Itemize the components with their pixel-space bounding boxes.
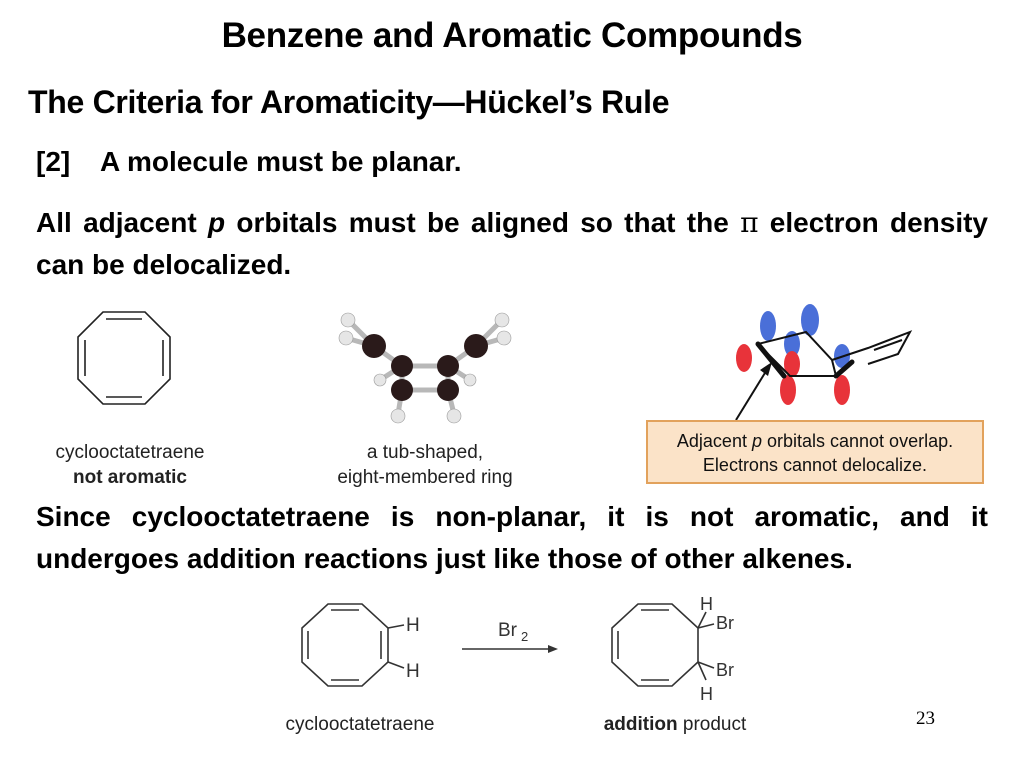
product-h-top: H <box>700 594 713 614</box>
reactant-h-top: H <box>406 615 420 636</box>
product-h-bottom: H <box>700 684 713 704</box>
note-line1: Adjacent p orbitals cannot overlap. <box>648 429 982 453</box>
paragraph-orbitals: All adjacent p orbitals must be aligned … <box>36 202 988 286</box>
slide-title: Benzene and Aromatic Compounds <box>221 16 803 55</box>
caption-tub-line2: eight-membered ring <box>337 467 513 488</box>
hydrogen-atom <box>496 330 512 346</box>
orbital-lobe-blue <box>760 311 776 341</box>
page-number: 23 <box>916 708 935 729</box>
hydrogen-atom <box>373 373 387 387</box>
hydrogen-atom <box>463 373 477 387</box>
product-label-bold: addition <box>603 714 678 735</box>
reactant-h-bottom: H <box>406 661 420 682</box>
criterion-point: [2] A molecule must be planar. <box>36 146 462 178</box>
caption-cot: cyclooctatetraene not aromatic <box>30 440 230 490</box>
reactant-label: cyclooctatetraene <box>285 714 435 735</box>
orbital-note-box: Adjacent p orbitals cannot overlap. Elec… <box>646 420 984 484</box>
paragraph-orbitals-part2: orbitals must be aligned so that the <box>225 207 741 238</box>
orbital-lobe-blue <box>801 304 819 336</box>
note-line2: Electrons cannot delocalize. <box>702 455 928 475</box>
product-br-bottom: Br <box>716 660 734 680</box>
slide-subtitle: The Criteria for Aromaticity—Hückel’s Ru… <box>28 84 670 120</box>
carbon-atom <box>391 355 413 377</box>
orbital-lobe-red <box>736 344 752 372</box>
carbon-atom <box>437 379 459 401</box>
carbon-atom <box>391 379 413 401</box>
paragraph-orbitals-part3: electron density can be delocalized. <box>36 207 989 280</box>
pi-symbol: π <box>740 206 759 239</box>
product-br-top: Br <box>716 613 734 633</box>
product-label-rest: product <box>677 714 747 735</box>
orbital-lobe-red <box>780 375 796 405</box>
hydrogen-atom <box>390 408 406 424</box>
caption-tub-line1: a tub-shaped, <box>366 442 484 463</box>
reagent-subscript: 2 <box>521 629 528 644</box>
note-line1-part2: orbitals cannot overlap. <box>761 431 954 451</box>
paragraph-orbitals-italic-p: p <box>207 207 226 238</box>
paragraph-orbitals-part1: All adjacent <box>36 207 208 238</box>
product-structure: H Br Br H <box>611 594 734 704</box>
criterion-text: A molecule must be planar. <box>100 146 462 177</box>
carbon-atom <box>464 334 488 358</box>
reaction-arrow: Br 2 <box>462 620 558 653</box>
criterion-number: [2] <box>36 146 71 177</box>
cyclooctatetraene-structure <box>77 311 171 405</box>
note-italic-p: p <box>751 431 762 451</box>
reagent-br: Br <box>498 620 518 641</box>
note-line1-part1: Adjacent <box>676 431 752 451</box>
caption-cot-line1: cyclooctatetraene <box>55 442 205 463</box>
p-orbital-diagram <box>735 304 913 421</box>
orbital-lobe-red <box>784 351 800 377</box>
product-label: addition product <box>590 712 760 737</box>
tub-shaped-model <box>338 312 512 424</box>
hydrogen-atom <box>340 312 356 328</box>
hydrogen-atom <box>494 312 510 328</box>
carbon-atom <box>362 334 386 358</box>
carbon-atom <box>437 355 459 377</box>
caption-not-aromatic: not aromatic <box>72 467 188 488</box>
hydrogen-atom <box>446 408 462 424</box>
hydrogen-atom <box>338 330 354 346</box>
caption-tub: a tub-shaped, eight-membered ring <box>320 440 530 490</box>
reactant-structure: H H <box>301 603 420 687</box>
orbital-lobe-red <box>834 375 850 405</box>
paragraph-nonplanar: Since cyclooctatetraene is non-planar, i… <box>36 501 988 574</box>
